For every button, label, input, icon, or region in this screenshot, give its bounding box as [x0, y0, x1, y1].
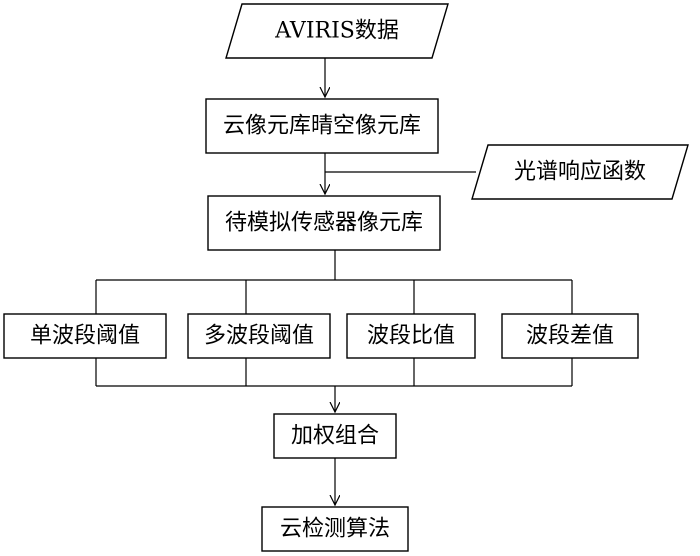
- multi-band-threshold-label: 多波段阈值: [204, 324, 314, 349]
- spectral-response-shape: [471, 144, 689, 200]
- multi-band-threshold-box: [187, 313, 331, 359]
- pixel-library-box: [205, 98, 439, 154]
- multi-band-threshold-node: 多波段阈值: [187, 313, 331, 359]
- band-difference-node: 波段差值: [501, 313, 639, 359]
- single-band-threshold-box: [3, 313, 167, 359]
- split-connector: [95, 250, 573, 314]
- weighted-combination-label: 加权组合: [291, 424, 379, 449]
- cloud-detection-box: [261, 506, 409, 552]
- spectral-response-label: 光谱响应函数: [514, 160, 646, 185]
- pixel-library-label: 云像元库晴空像元库: [223, 114, 421, 139]
- simulated-library-label: 待模拟传感器像元库: [225, 211, 423, 236]
- single-band-threshold-node: 单波段阈值: [3, 313, 167, 359]
- single-band-threshold-label: 单波段阈值: [30, 324, 140, 349]
- band-difference-box: [501, 313, 639, 359]
- band-ratio-box: [346, 313, 476, 359]
- weighted-combination-node: 加权组合: [273, 413, 397, 459]
- band-difference-label: 波段差值: [526, 324, 614, 349]
- band-ratio-node: 波段比值: [346, 313, 476, 359]
- simulated-library-box: [207, 195, 441, 251]
- aviris-data-node: AVIRIS数据: [225, 3, 449, 59]
- cloud-detection-node: 云检测算法: [261, 506, 409, 552]
- aviris-data-shape: [225, 3, 449, 59]
- simulated-library-node: 待模拟传感器像元库: [207, 195, 441, 251]
- band-ratio-label: 波段比值: [367, 324, 455, 349]
- cloud-detection-label: 云检测算法: [280, 517, 390, 542]
- merge-connector: [95, 358, 573, 387]
- aviris-data-label: AVIRIS数据: [274, 19, 399, 44]
- pixel-library-node: 云像元库晴空像元库: [205, 98, 439, 154]
- spectral-response-node: 光谱响应函数: [471, 144, 689, 200]
